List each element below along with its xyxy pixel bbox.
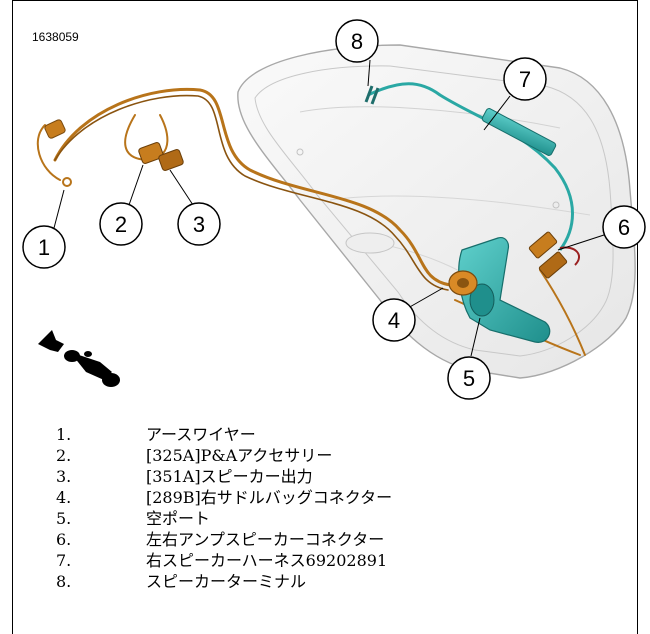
legend-text: 空ポート	[146, 509, 211, 528]
svg-text:4: 4	[388, 308, 400, 333]
svg-text:7: 7	[519, 67, 531, 92]
legend-number: 2.	[56, 446, 72, 465]
legend-number: 5.	[56, 509, 72, 528]
saddlebag-connector-bracket	[448, 237, 551, 343]
legend-number: 3.	[56, 467, 72, 486]
callout-1: 1	[22, 225, 66, 269]
legend-item: 1. アースワイヤー	[50, 424, 392, 445]
legend-number: 7.	[56, 551, 72, 570]
accessory-connectors	[138, 142, 184, 171]
wiring-diagram: 1 2 3 4 5 6 7 8	[22, 19, 646, 400]
svg-text:2: 2	[115, 212, 127, 237]
legend-item: 6. 左右アンプスピーカーコネクター	[50, 529, 392, 550]
legend-item: 3. [351A]スピーカー出力	[50, 466, 392, 487]
legend-item: 2. [325A]P&Aアクセサリー	[50, 445, 392, 466]
callout-2: 2	[99, 202, 143, 246]
svg-text:3: 3	[193, 212, 205, 237]
legend-item: 7. 右スピーカーハーネス69202891	[50, 550, 392, 571]
callout-3: 3	[177, 202, 221, 246]
callout-8: 8	[335, 19, 379, 63]
legend-number: 1.	[56, 425, 72, 444]
legend-text: [351A]スピーカー出力	[146, 467, 313, 486]
figure-frame	[12, 0, 638, 634]
legend-list: 1. アースワイヤー 2. [325A]P&Aアクセサリー 3. [351A]スピーカ…	[50, 424, 392, 592]
legend-text: [325A]P&Aアクセサリー	[146, 446, 333, 465]
callout-4: 4	[372, 298, 416, 342]
legend-item: 4. [289B]右サドルバッグコネクター	[50, 487, 392, 508]
legend-item: 5. 空ポート	[50, 508, 392, 529]
leader-lines	[53, 59, 608, 357]
callout-6: 6	[602, 205, 646, 249]
speaker-harness	[364, 82, 574, 251]
saddlebag-lid	[237, 44, 636, 379]
legend-text: スピーカーターミナル	[146, 572, 307, 591]
ground-wire	[44, 119, 72, 187]
svg-text:1: 1	[38, 235, 50, 260]
svg-text:6: 6	[618, 215, 630, 240]
legend-number: 8.	[56, 572, 72, 591]
legend-number: 4.	[56, 488, 72, 507]
callout-7: 7	[503, 57, 547, 101]
motorcycle-direction-icon	[38, 330, 120, 387]
amp-speaker-connectors	[528, 231, 580, 279]
legend-text: 右スピーカーハーネス69202891	[146, 551, 388, 570]
svg-text:5: 5	[463, 366, 475, 391]
legend-text: アースワイヤー	[146, 425, 256, 444]
legend-text: 左右アンプスピーカーコネクター	[146, 530, 385, 549]
legend-text: [289B]右サドルバッグコネクター	[146, 488, 393, 507]
callout-5: 5	[447, 356, 491, 400]
figure-id: 1638059	[32, 30, 79, 44]
svg-text:8: 8	[351, 29, 363, 54]
legend-item: 8. スピーカーターミナル	[50, 571, 392, 592]
legend-number: 6.	[56, 530, 72, 549]
